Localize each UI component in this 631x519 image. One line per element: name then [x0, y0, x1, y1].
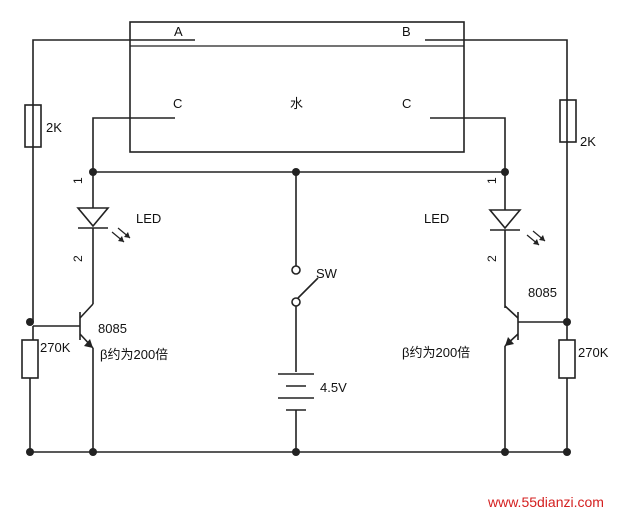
switch-contact-bottom	[291, 297, 301, 307]
left-beta-label: β约为200倍	[100, 347, 168, 362]
right-270k-label: 270K	[578, 345, 609, 360]
left-branch	[21, 104, 131, 452]
left-pin1-label: 1	[71, 177, 85, 184]
left-270k-label: 270K	[40, 340, 71, 355]
switch-battery-branch	[278, 172, 319, 452]
right-led-label: LED	[424, 211, 449, 226]
left-emitter-arrow-icon	[84, 339, 93, 348]
switch-contact-top	[291, 265, 301, 275]
left-2k-resistor	[24, 104, 42, 148]
electrode-c-right-wire	[430, 117, 506, 172]
electrode-c-left-label: C	[173, 96, 182, 111]
right-beta-label: β约为200倍	[402, 345, 470, 360]
right-branch	[488, 99, 577, 452]
junction-dots	[26, 168, 571, 456]
left-led-label: LED	[136, 211, 161, 226]
left-transistor-label: 8085	[98, 321, 127, 336]
right-pin1-label: 1	[485, 177, 499, 184]
electrode-b-label: B	[402, 24, 411, 39]
left-270k-resistor	[21, 339, 39, 379]
electrode-c-right-label: C	[402, 96, 411, 111]
right-led-symbol	[488, 209, 522, 230]
electrode-b-wire	[425, 39, 568, 322]
tank-water-label: 水	[290, 96, 303, 111]
water-tank	[129, 21, 465, 153]
left-pin2-label: 2	[71, 255, 85, 262]
right-pin2-label: 2	[485, 255, 499, 262]
right-transistor-label: 8085	[528, 285, 557, 300]
right-270k-resistor	[558, 339, 576, 379]
right-emitter-arrow-icon	[505, 337, 514, 346]
electrode-c-left-wire	[92, 117, 175, 172]
switch-label: SW	[316, 266, 338, 281]
electrode-a-wire	[32, 39, 195, 322]
right-2k-label: 2K	[580, 134, 596, 149]
watermark: www.55dianzi.com	[487, 494, 604, 510]
switch-lever	[297, 277, 319, 299]
left-2k-label: 2K	[46, 120, 62, 135]
left-led-symbol	[76, 207, 110, 228]
right-2k-resistor	[559, 99, 577, 143]
electrode-a-label: A	[174, 24, 183, 39]
battery-label: 4.5V	[320, 380, 347, 395]
